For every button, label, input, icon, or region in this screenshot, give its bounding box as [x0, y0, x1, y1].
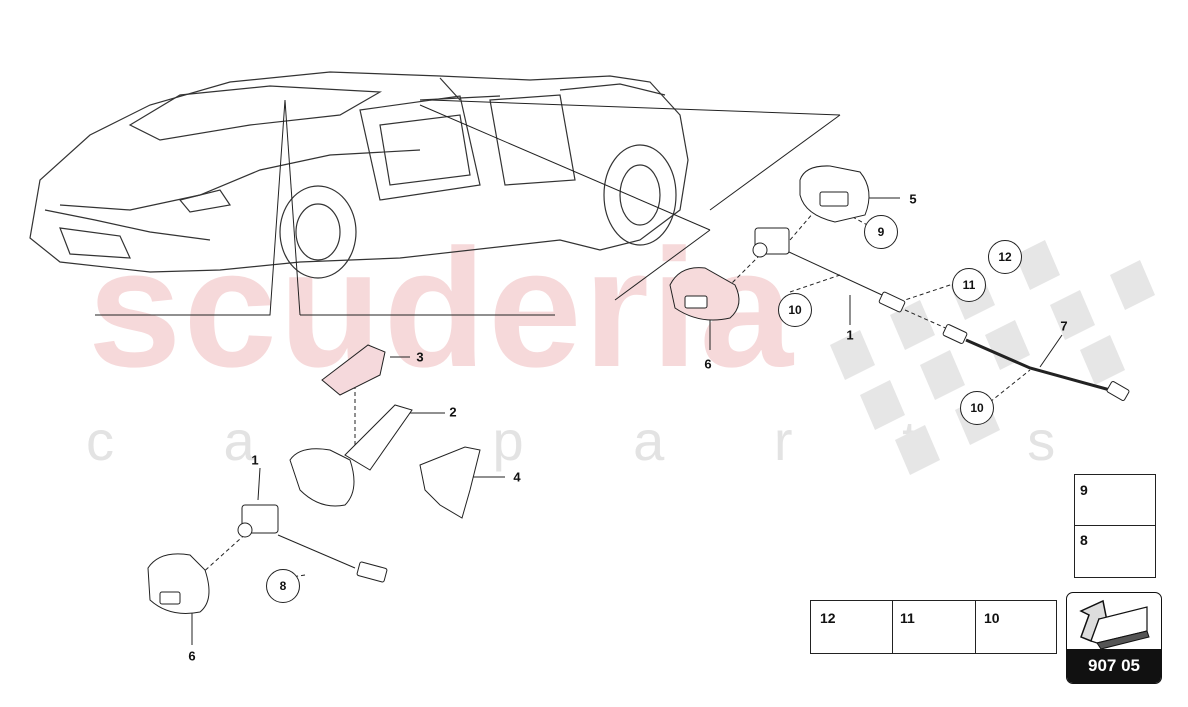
side-parts-box — [1074, 474, 1156, 578]
callout-6-right: 6 — [704, 356, 712, 372]
camera-cover-left — [147, 553, 210, 614]
bottom-divider-1 — [892, 600, 893, 654]
sensor-unit-right — [752, 227, 906, 313]
part-5-housing — [799, 165, 870, 223]
bottom-divider-2 — [975, 600, 976, 654]
circled-callout-9: 9 — [864, 215, 898, 249]
circled-callout-11: 11 — [952, 268, 986, 302]
bottom-part-12-label: 12 — [820, 610, 836, 626]
sensor-unit-left — [237, 504, 388, 583]
car-outline — [29, 71, 689, 279]
part-3-adhesive-pad — [321, 344, 386, 396]
bottom-part-10-label: 10 — [984, 610, 1000, 626]
callout-3: 3 — [416, 349, 424, 365]
part-4-cover — [419, 446, 481, 519]
callout-7: 7 — [1060, 318, 1068, 334]
bottom-part-11-label: 11 — [900, 610, 915, 626]
circled-callout-10-upper: 10 — [778, 293, 812, 327]
page-code: 907 05 — [1067, 649, 1161, 683]
callout-1-right: 1 — [846, 327, 854, 343]
callout-1-left: 1 — [251, 452, 259, 468]
part-7-harness — [942, 324, 1130, 401]
camera-cover-right — [669, 267, 740, 321]
side-part-8-label: 8 — [1080, 532, 1088, 548]
callout-6-left: 6 — [188, 648, 196, 664]
leader-lines — [95, 99, 1063, 645]
circled-callout-12: 12 — [988, 240, 1022, 274]
callout-4: 4 — [513, 469, 521, 485]
checker-pattern — [830, 240, 1155, 475]
part-2-bracket — [289, 404, 413, 507]
side-parts-divider — [1074, 525, 1156, 526]
circled-callout-8: 8 — [266, 569, 300, 603]
arrow-icon — [1079, 599, 1150, 650]
circled-callout-10-lower: 10 — [960, 391, 994, 425]
bottom-parts-box — [810, 600, 1057, 654]
callout-2: 2 — [449, 404, 457, 420]
page-code-badge: 907 05 — [1066, 592, 1162, 684]
callout-5: 5 — [909, 191, 917, 207]
side-part-9-label: 9 — [1080, 482, 1088, 498]
